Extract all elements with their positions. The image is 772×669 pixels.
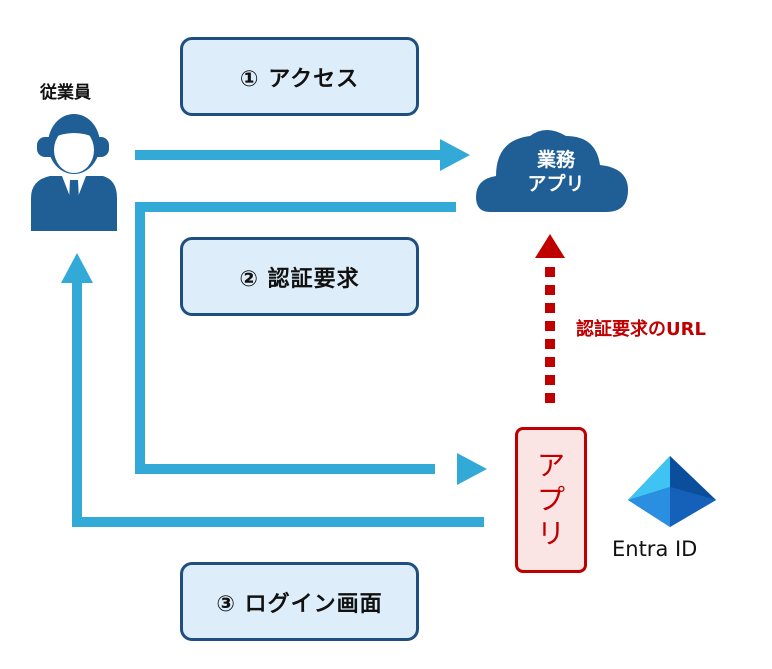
employee-label: 従業員: [40, 83, 91, 103]
login-screen-arrow: [61, 253, 484, 527]
url-dotted-arrow: [535, 234, 565, 403]
app-char: ア: [536, 449, 565, 482]
app-char: リ: [536, 517, 565, 550]
auth-url-label: 認証要求のURL: [576, 319, 706, 340]
entra-id-label: Entra ID: [612, 537, 698, 561]
business-app-line1: 業務: [536, 149, 575, 171]
app-char: プ: [536, 483, 565, 516]
entra-id-logo-icon: [628, 456, 716, 527]
step-login-screen-box: ③ ログイン画面: [180, 562, 419, 641]
step-auth-request-box: ② 認証要求: [180, 237, 419, 316]
cloud-icon: [476, 130, 628, 212]
business-app-line2: アプリ: [527, 173, 585, 195]
business-app-label: 業務 アプリ: [500, 148, 612, 196]
auth-request-arrow: [135, 202, 487, 485]
employee-icon: [31, 114, 117, 231]
step-access-box: ① アクセス: [180, 37, 419, 116]
app-box: ア プ リ: [515, 427, 587, 573]
access-arrow: [135, 139, 470, 171]
